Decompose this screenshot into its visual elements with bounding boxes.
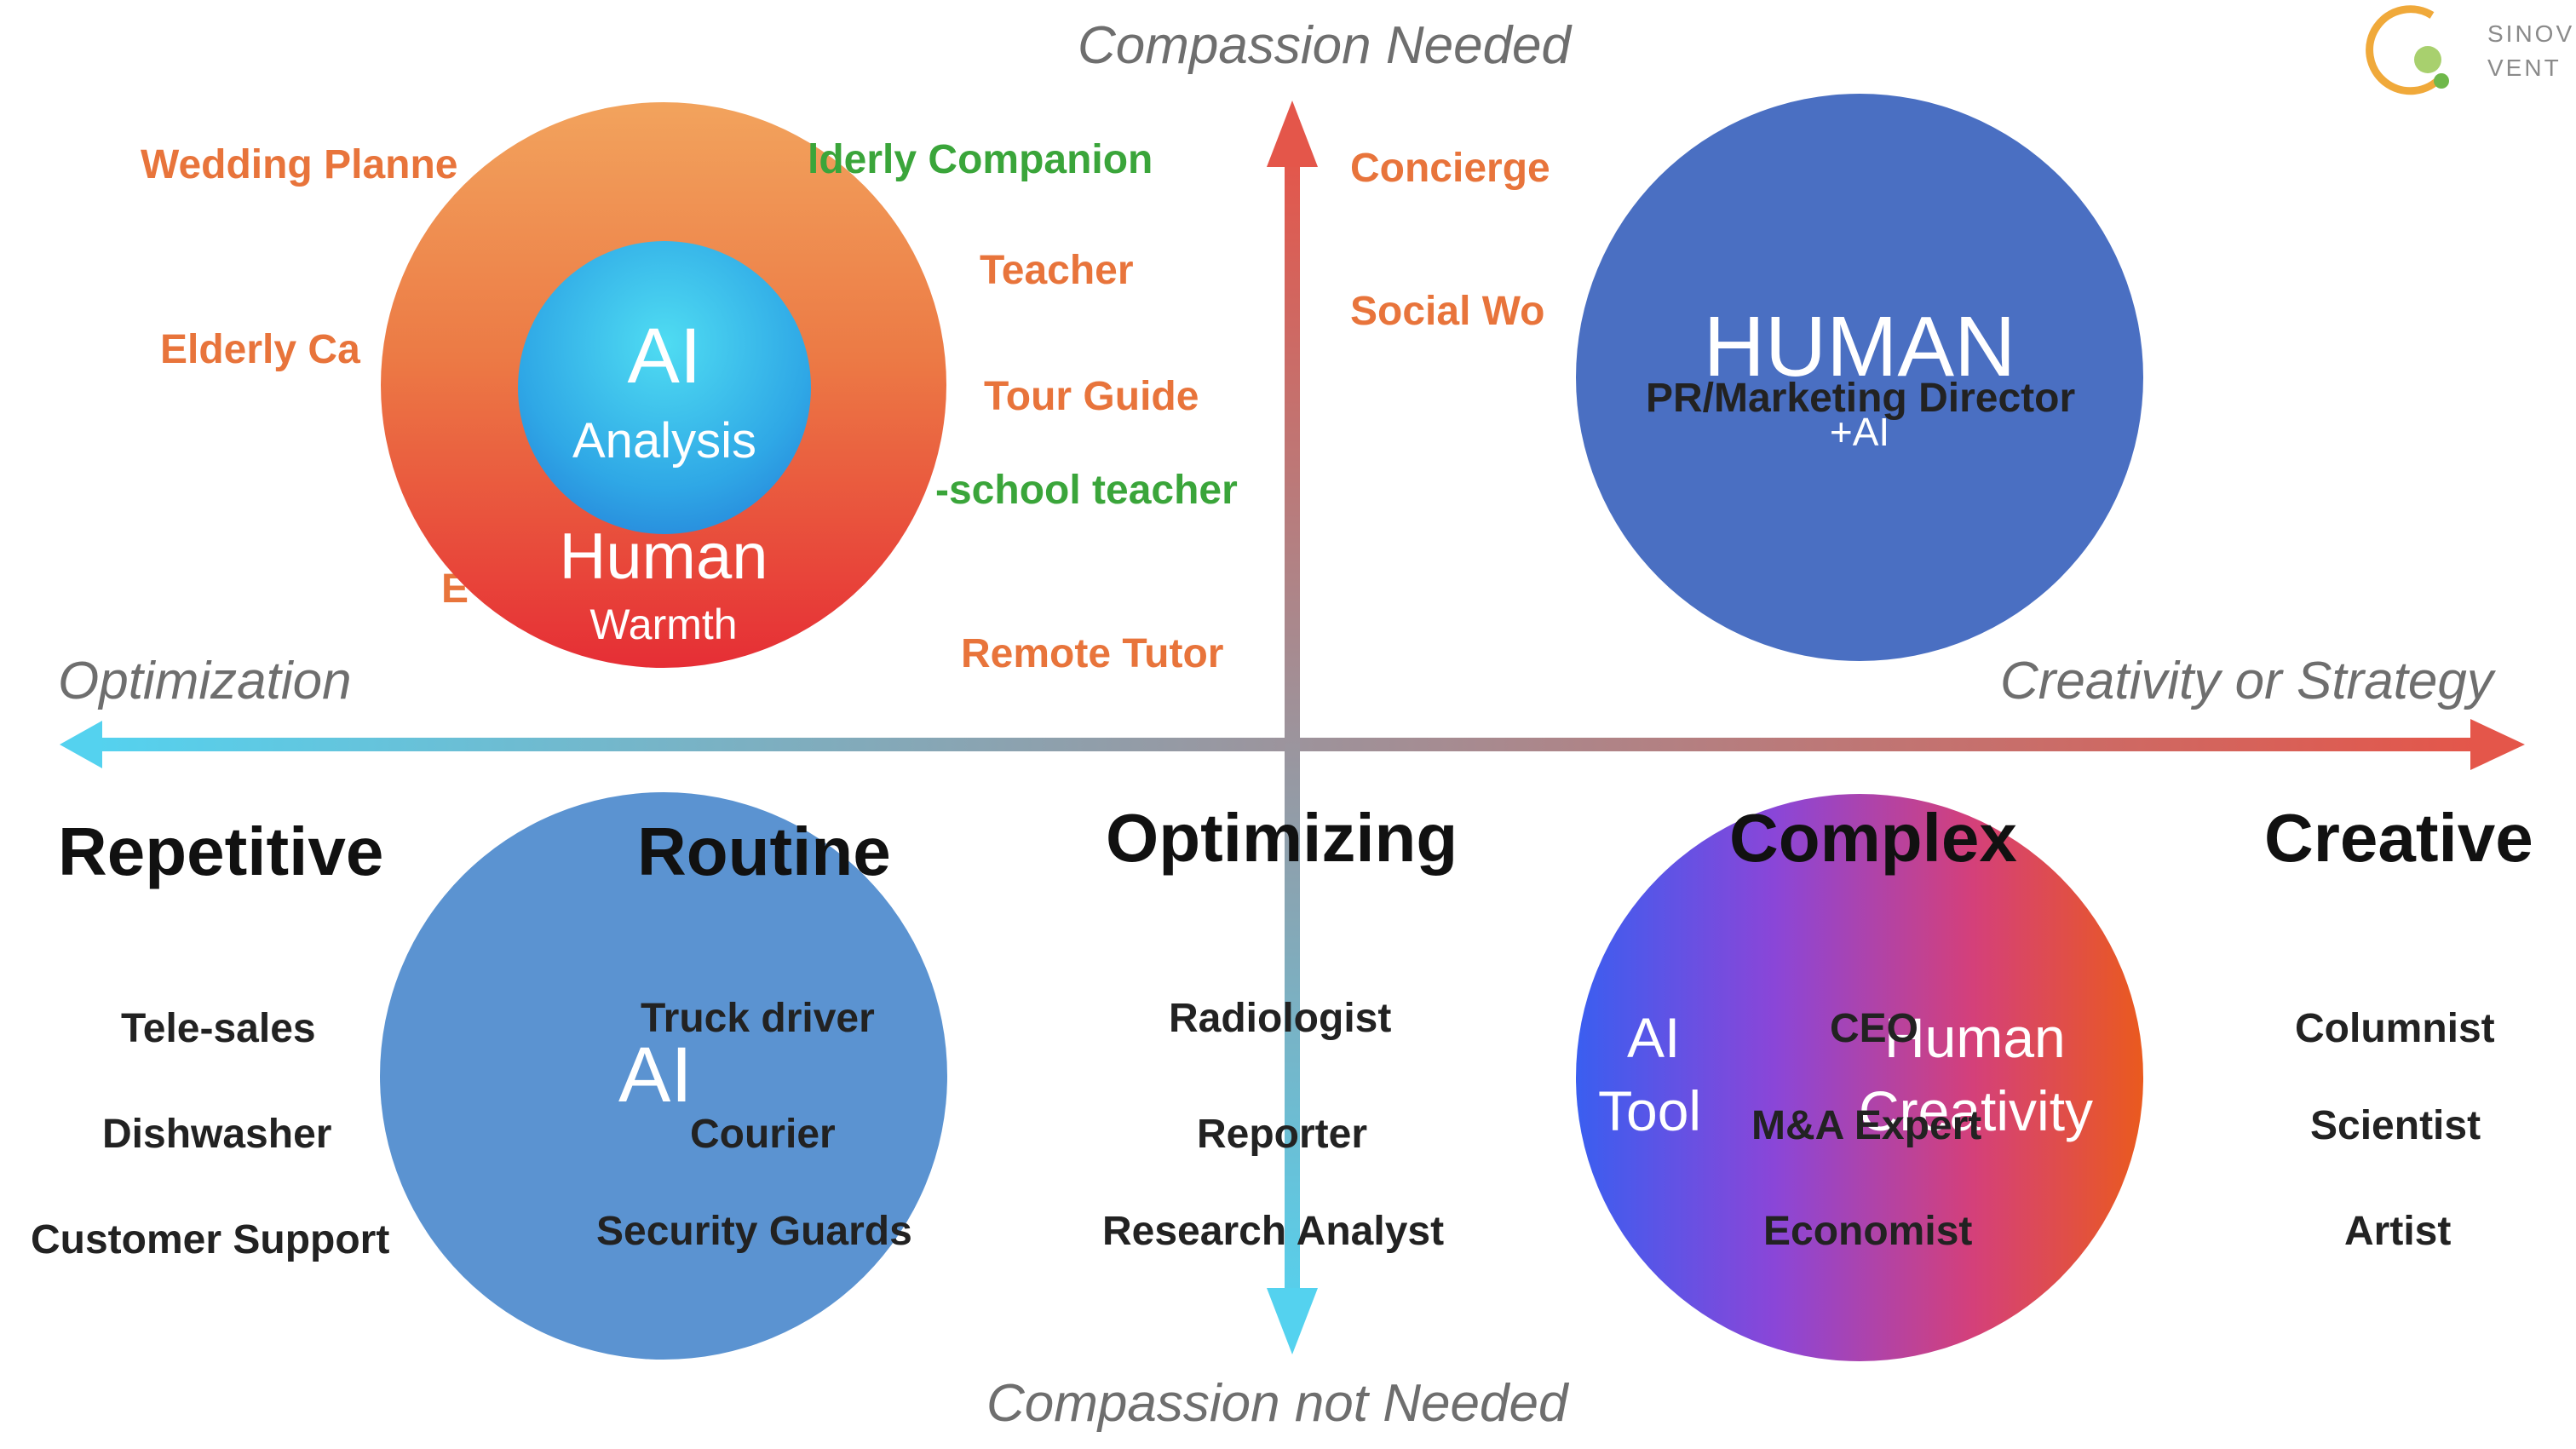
job-security-guards: Security Guards bbox=[596, 1209, 912, 1254]
category-creative: Creative bbox=[2264, 800, 2533, 876]
ai-circle bbox=[380, 792, 947, 1360]
job-ceo: CEO bbox=[1830, 1006, 1919, 1051]
job-concierge: Concierge bbox=[1350, 146, 1550, 191]
human-plus-ai-circle bbox=[1576, 94, 2143, 661]
job-school-teacher: -school teacher bbox=[935, 468, 1238, 513]
job-scientist: Scientist bbox=[2310, 1103, 2481, 1148]
axis-label-right: Creativity or Strategy bbox=[2000, 652, 2493, 710]
ai-tool-human-creativity-circle bbox=[1576, 794, 2143, 1361]
axis-label-top: Compassion Needed bbox=[1078, 16, 1572, 75]
ai-tool-title: AI bbox=[1627, 1006, 1681, 1069]
job-research-analyst: Research Analyst bbox=[1102, 1209, 1445, 1254]
axis-label-bottom: Compassion not Needed bbox=[986, 1374, 1568, 1433]
job-economist: Economist bbox=[1763, 1209, 1973, 1254]
vertical-axis bbox=[1267, 101, 1318, 1354]
job-customer-support: Customer Support bbox=[31, 1217, 390, 1262]
category-routine: Routine bbox=[637, 814, 891, 889]
job-truck-driver: Truck driver bbox=[641, 996, 875, 1041]
job-ma-expert: M&A Expert bbox=[1751, 1103, 1982, 1148]
logo: SINOV VENT bbox=[2360, 0, 2576, 111]
logo-text-1: SINOV bbox=[2487, 20, 2575, 47]
logo-text-2: VENT bbox=[2487, 55, 2562, 81]
job-teacher: Teacher bbox=[980, 248, 1134, 293]
job-columnist: Columnist bbox=[2295, 1006, 2495, 1051]
category-optimizing: Optimizing bbox=[1106, 800, 1458, 876]
job-courier: Courier bbox=[690, 1112, 836, 1157]
job-elderly-care: Elderly Ca bbox=[160, 327, 360, 372]
job-elderly-companion: lderly Companion bbox=[808, 137, 1153, 182]
ai-analysis-circle bbox=[518, 241, 811, 534]
job-remote-tutor: Remote Tutor bbox=[961, 631, 1224, 676]
ai-tool-sub: Tool bbox=[1598, 1079, 1702, 1142]
category-complex: Complex bbox=[1729, 800, 2017, 876]
ai-circle-label: AI bbox=[618, 1032, 693, 1118]
category-repetitive: Repetitive bbox=[58, 814, 384, 889]
job-tele-sales: Tele-sales bbox=[121, 1006, 316, 1051]
human-warmth-title: Human bbox=[559, 520, 768, 593]
job-pr-marketing-director: PR/Marketing Director bbox=[1646, 376, 2076, 421]
axis-label-left: Optimization bbox=[58, 652, 352, 710]
ai-analysis-sub: Analysis bbox=[572, 413, 756, 469]
job-radiologist: Radiologist bbox=[1169, 996, 1392, 1041]
ai-analysis-title: AI bbox=[627, 313, 702, 400]
human-warmth-sub: Warmth bbox=[589, 601, 738, 648]
job-dishwasher: Dishwasher bbox=[102, 1112, 332, 1157]
job-artist: Artist bbox=[2344, 1209, 2452, 1254]
human-title: HUMAN bbox=[1703, 299, 2016, 394]
job-tour-guide: Tour Guide bbox=[984, 374, 1199, 419]
job-social-worker: Social Wo bbox=[1350, 289, 1545, 334]
human-creativity-title: Human bbox=[1884, 1006, 2066, 1069]
job-wedding-planner: Wedding Planne bbox=[141, 142, 458, 187]
plus-ai-label: +AI bbox=[1829, 410, 1890, 454]
human-creativity-sub: Creativity bbox=[1859, 1079, 2094, 1142]
job-reporter: Reporter bbox=[1197, 1112, 1368, 1157]
logo-mark-icon bbox=[2366, 5, 2449, 95]
